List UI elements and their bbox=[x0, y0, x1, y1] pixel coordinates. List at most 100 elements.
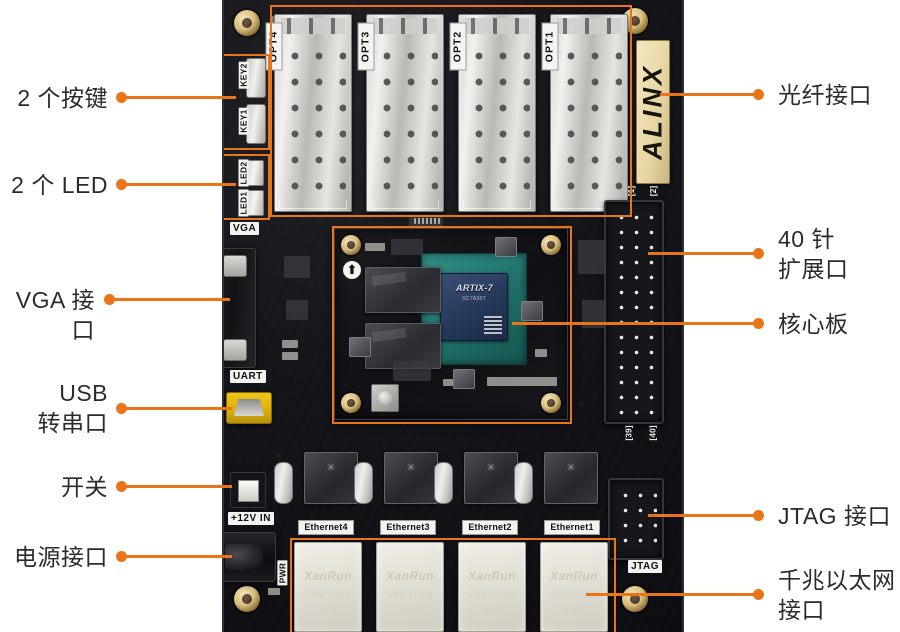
core-hole-tr bbox=[541, 235, 561, 255]
sfp-lip bbox=[463, 200, 531, 209]
callout-label-power: 电源接口 bbox=[14, 544, 108, 570]
silk-vga: VGA bbox=[230, 222, 260, 235]
mounting-hole-bottom-left bbox=[234, 586, 260, 612]
board-pin-strip bbox=[414, 218, 440, 224]
callout-line-coreboard bbox=[512, 322, 756, 325]
callout-line-vga bbox=[112, 298, 230, 301]
usb-uart-connector[interactable] bbox=[226, 392, 272, 424]
callout-line-ethernet bbox=[586, 593, 756, 596]
ethernet-crystal-3 bbox=[354, 462, 373, 504]
push-button-key1[interactable] bbox=[246, 104, 266, 144]
core-hole-bl bbox=[341, 393, 361, 413]
callout-label-switch: 开关 bbox=[61, 474, 108, 500]
sfp-lip bbox=[371, 200, 439, 209]
core-hole-tl bbox=[341, 235, 361, 255]
callout-line-fiber bbox=[660, 93, 756, 96]
rj45-brand: XanRun bbox=[304, 569, 352, 583]
core-smd-r3 bbox=[535, 349, 547, 357]
callout-line-gpio40 bbox=[648, 252, 756, 255]
callout-line-leds bbox=[124, 183, 236, 186]
rj45-datecode: 1828 bbox=[483, 607, 501, 616]
rj45-partnumber: HR911105A bbox=[305, 591, 351, 600]
via-pad bbox=[270, 16, 277, 23]
silk-led2: LED2 bbox=[238, 159, 249, 187]
sfp-vent-holes bbox=[464, 41, 530, 201]
silk-uart: UART bbox=[230, 370, 266, 383]
sfp-cage-opt3[interactable] bbox=[366, 14, 444, 212]
core-inductor-1 bbox=[495, 237, 517, 257]
sfp-slot bbox=[281, 18, 345, 34]
sfp-cage-opt1[interactable] bbox=[550, 14, 628, 212]
callout-dot-gpio40 bbox=[753, 248, 764, 259]
silk-led1: LED1 bbox=[238, 189, 249, 217]
jtag-header[interactable] bbox=[608, 478, 664, 560]
sfp-slot bbox=[373, 18, 437, 34]
ddr3-memory-1 bbox=[365, 267, 441, 313]
rj45-jack-ethernet2[interactable]: XanRun HR911105A 1828 bbox=[458, 542, 526, 632]
rj45-brand: XanRun bbox=[468, 569, 516, 583]
ethernet-crystal-4 bbox=[274, 462, 293, 504]
callout-dot-vga bbox=[104, 294, 115, 305]
callout-dot-usb bbox=[116, 403, 127, 414]
rj45-brand: XanRun bbox=[550, 569, 598, 583]
core-smd-r1 bbox=[365, 243, 385, 251]
phy-marking: ✳ bbox=[486, 462, 496, 474]
mounting-hole-top-left bbox=[234, 10, 260, 36]
callout-dot-leds bbox=[116, 179, 127, 190]
silk-opt3: OPT3 bbox=[357, 22, 375, 71]
silk-pwr-led: PWR bbox=[277, 560, 288, 586]
ethernet-phy-2: ✳ bbox=[462, 450, 520, 506]
callout-dot-keys bbox=[116, 92, 127, 103]
callout-label-usb: USB 转串口 bbox=[37, 380, 108, 436]
sfp-lip bbox=[279, 200, 347, 209]
callout-line-switch bbox=[124, 485, 232, 488]
ethernet-phy-4: ✳ bbox=[302, 450, 360, 506]
sfp-vent-holes bbox=[280, 41, 346, 201]
vga-connector[interactable] bbox=[224, 248, 256, 368]
power-led bbox=[268, 588, 280, 595]
rj45-jack-ethernet1[interactable]: XanRun HR911105A 1828 bbox=[540, 542, 608, 632]
fpga-die-marking: ARTIX-7 XC7A35T bbox=[440, 273, 508, 341]
rj45-jack-ethernet4[interactable]: XanRun HR911105A 1828 bbox=[294, 542, 362, 632]
callout-label-leds: 2 个 LED bbox=[11, 172, 108, 198]
ethernet-crystal-1 bbox=[514, 462, 533, 504]
dc-power-jack[interactable] bbox=[224, 532, 276, 582]
alinx-logo-text: ALINX bbox=[637, 64, 668, 160]
core-inductor-4 bbox=[453, 369, 475, 389]
callout-line-keys bbox=[124, 96, 236, 99]
fpga-family-text: ARTIX-7 bbox=[456, 283, 493, 293]
sfp-vent-holes bbox=[372, 41, 438, 201]
silk-opt4: OPT4 bbox=[265, 22, 283, 71]
usb-port-opening bbox=[234, 399, 264, 416]
callout-label-coreboard: 核心板 bbox=[778, 311, 849, 337]
switch-knob bbox=[238, 480, 259, 502]
silk-ethernet4: Ethernet4 bbox=[298, 520, 354, 535]
callout-line-jtag bbox=[648, 514, 756, 517]
callout-dot-power bbox=[116, 551, 127, 562]
sfp-slot bbox=[465, 18, 529, 34]
jtag-header-pins bbox=[615, 485, 657, 553]
callout-dot-fiber bbox=[753, 89, 764, 100]
push-button-key2[interactable] bbox=[246, 58, 266, 98]
power-switch[interactable] bbox=[230, 472, 266, 508]
callout-label-vga: VGA 接口 bbox=[15, 287, 95, 343]
callout-dot-ethernet bbox=[753, 589, 764, 600]
fpga-development-board: OPT4 OPT3 OPT2 OPT1 ALINX KEY2 KEY1 bbox=[222, 0, 684, 632]
core-reset-button[interactable] bbox=[371, 384, 399, 412]
led2 bbox=[246, 160, 264, 186]
core-inductor-2 bbox=[521, 301, 543, 321]
silk-ethernet1: Ethernet1 bbox=[544, 520, 600, 535]
rj45-partnumber: HR911105A bbox=[469, 591, 515, 600]
sfp-cage-opt4[interactable] bbox=[274, 14, 352, 212]
silk-key1: KEY1 bbox=[238, 107, 249, 135]
gpio-40pin-header[interactable] bbox=[604, 200, 664, 424]
rj45-jack-ethernet3[interactable]: XanRun HR911105A 1828 bbox=[376, 542, 444, 632]
callout-label-gpio40: 40 针 扩展口 bbox=[778, 226, 849, 282]
rj45-brand: XanRun bbox=[386, 569, 434, 583]
callout-label-keys: 2 个按键 bbox=[17, 85, 108, 111]
board-smd-ic-a bbox=[578, 240, 606, 274]
callout-dot-switch bbox=[116, 481, 127, 492]
silk-opt2: OPT2 bbox=[449, 22, 467, 71]
sfp-cage-opt2[interactable] bbox=[458, 14, 536, 212]
